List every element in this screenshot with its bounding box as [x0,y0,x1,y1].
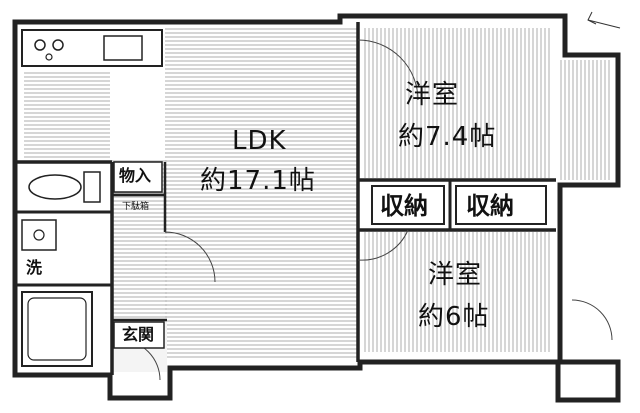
ldk-name: LDK [232,126,287,156]
ldk-floor-main [165,28,357,358]
washroom-label: 洗 [26,258,43,277]
outer-wall [12,13,621,403]
entrance-label-frame [113,321,165,349]
door-swing-icon [571,299,613,341]
storage-frame [113,161,163,193]
storage-label: 物入 [119,166,152,185]
shoe-cabinet-label: 下駄箱 [122,202,150,212]
basin-drain-icon [33,229,45,241]
balcony-deck [560,60,610,180]
western-room-2-floor [362,232,552,352]
wash-basin-icon [21,219,57,251]
stove-burner-icon [34,39,46,51]
western-room-2-name: 洋室 [428,260,483,290]
north-arrow-icon [587,19,621,29]
closet-frame [455,185,547,225]
bathtub-inner-icon [27,297,87,361]
door-swing-icon [357,229,409,261]
entrance-label: 玄関 [122,325,155,344]
western-room-2-size: 約6帖 [418,302,490,332]
north-arrow-head-icon [587,11,597,25]
ldk-size: 約17.1帖 [200,166,316,196]
ldk-floor [24,72,110,158]
western-room-1-name: 洋室 [405,80,460,110]
closet-frame [371,185,445,225]
sink-icon [103,35,143,61]
closet-2-label: 収納 [466,192,514,220]
western-room-1-floor [362,28,552,178]
bathtub-icon [21,291,93,367]
western-room-1-size: 約7.4帖 [398,122,497,152]
toilet-icon [28,174,82,200]
door-swing-icon [357,39,419,101]
closet-1-label: 収納 [380,192,428,220]
stove-burner-icon [52,39,64,51]
door-swing-icon [164,231,216,283]
stove-burner-icon [45,53,53,61]
toilet-tank-icon [83,171,101,203]
